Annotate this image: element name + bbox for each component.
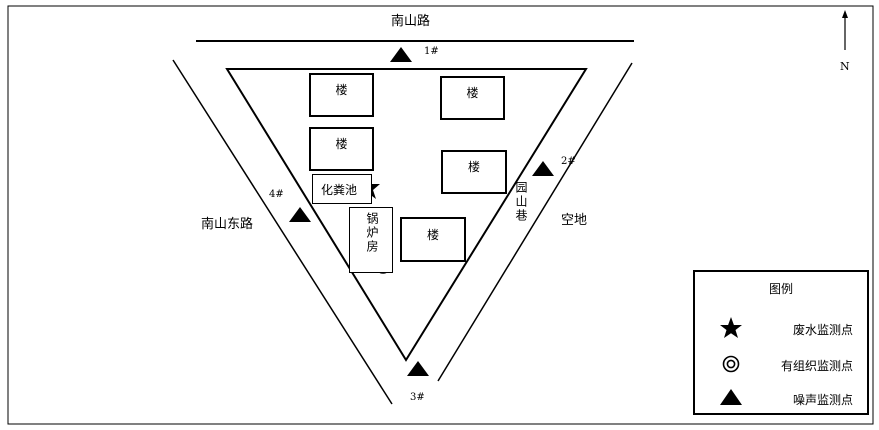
building-5-label: 楼 [426, 228, 439, 242]
legend-item-noise: 噪声监测点 [695, 386, 867, 410]
septic-tank-label: 化粪池 [320, 183, 357, 197]
legend-title: 图例 [768, 282, 793, 296]
building-2: 楼 [440, 76, 505, 120]
building-4: 楼 [441, 150, 507, 194]
noise-point-4-label: 4# [269, 189, 284, 200]
triangle-icon [720, 389, 742, 405]
legend-item-organized: 有组织监测点 [695, 352, 867, 376]
noise-point-3-label: 3# [410, 392, 425, 403]
noise-point-2-marker [532, 161, 554, 176]
boiler-room-label: 锅炉房 [365, 212, 379, 254]
building-1: 楼 [309, 73, 374, 117]
boiler-room: 锅炉房 [349, 207, 393, 273]
west-road-outer-edge [172, 59, 393, 405]
site-boundary [225, 68, 588, 362]
map-border [7, 5, 874, 425]
building-4-label: 楼 [467, 160, 480, 174]
building-1-label: 楼 [335, 83, 348, 97]
star-icon [720, 317, 742, 338]
noise-point-1-marker [390, 47, 412, 62]
noise-point-3-marker [407, 361, 429, 376]
noise-point-1-label: 1# [424, 46, 439, 57]
legend-item-label: 有组织监测点 [780, 359, 853, 373]
building-3-label: 楼 [335, 137, 348, 151]
legend-item-label: 噪声监测点 [792, 393, 853, 407]
legend-item-wastewater: 废水监测点 [695, 316, 867, 340]
legend: 图例 废水监测点 有组织监测点 噪声监测点 [693, 270, 869, 415]
lane-outer-edge [437, 62, 633, 382]
north-arrow-head [842, 10, 848, 18]
building-3: 楼 [309, 127, 374, 171]
open-land-label: 空地 [561, 213, 588, 228]
double-circle-icon [722, 355, 740, 373]
north-road-label: 南山路 [391, 14, 431, 29]
west-road-label: 南山东路 [201, 217, 254, 232]
building-5: 楼 [400, 217, 466, 262]
building-2-label: 楼 [466, 86, 479, 100]
septic-tank: 化粪池 [312, 174, 372, 204]
noise-point-4-marker [289, 207, 311, 222]
legend-item-label: 废水监测点 [792, 323, 853, 337]
north-arrow-label: N [840, 60, 850, 73]
lane-label: 园山巷 [514, 181, 528, 223]
noise-point-2-label: 2# [561, 156, 576, 167]
